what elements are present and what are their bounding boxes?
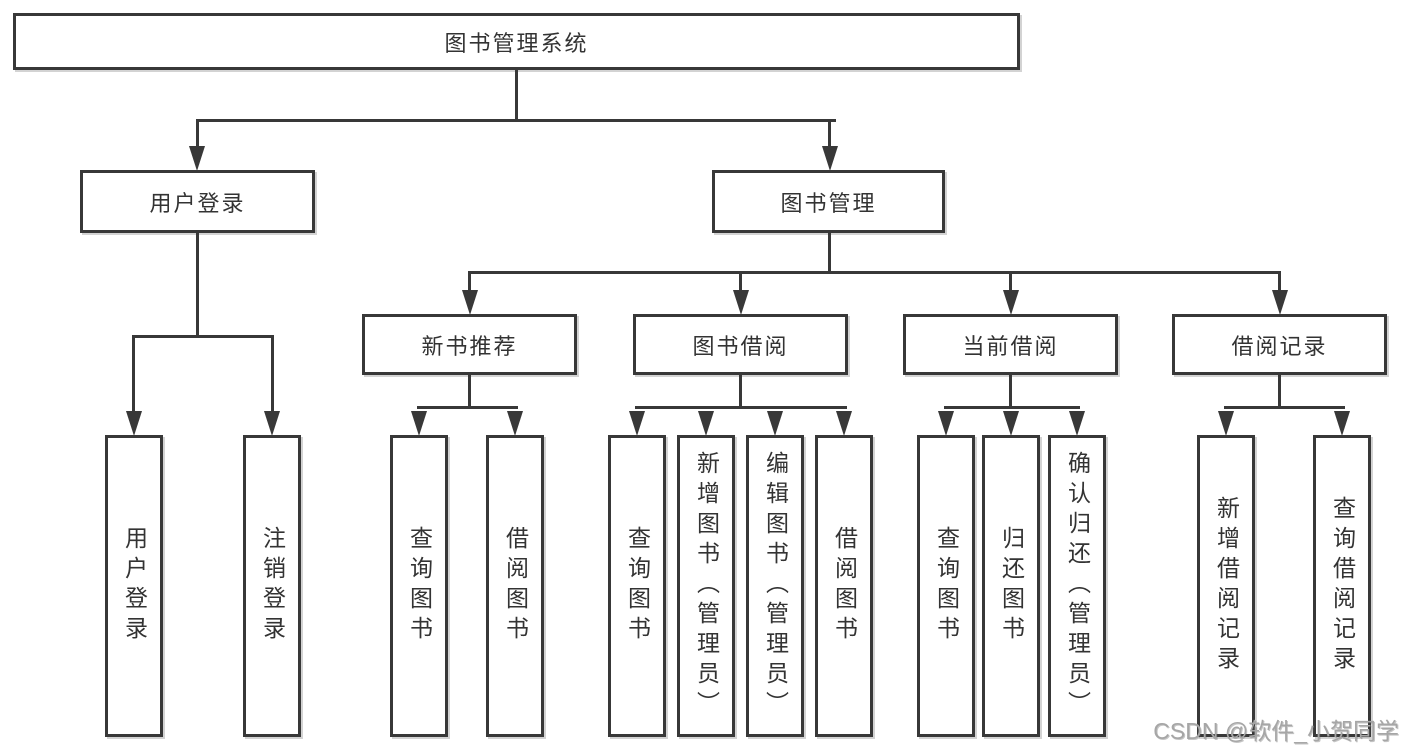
- connector-line: [468, 271, 471, 292]
- arrow-down-icon: [733, 290, 749, 315]
- connector-line: [1278, 271, 1281, 292]
- csdn-watermark: CSDN @软件_小贺同学: [1153, 718, 1399, 744]
- node-logout: 注销登录: [243, 435, 301, 737]
- connector-line: [196, 119, 836, 122]
- node-label: 归还图书: [998, 526, 1025, 646]
- node-label: 查询图书: [624, 526, 651, 646]
- node-label: 确认归还（管理员）: [1064, 451, 1091, 721]
- connector-line: [468, 375, 471, 408]
- arrow-down-icon: [507, 411, 523, 436]
- node-book-management-system: 图书管理系统: [13, 13, 1020, 70]
- connector-line: [739, 375, 742, 408]
- node-borrow-book-recommend: 借阅图书: [486, 435, 544, 737]
- arrow-down-icon: [1003, 290, 1019, 315]
- arrow-down-icon: [767, 411, 783, 436]
- node-current-borrowing: 当前借阅: [903, 314, 1118, 375]
- node-label: 图书借阅: [692, 333, 789, 359]
- node-label: 编辑图书（管理员）: [762, 451, 789, 721]
- node-label: 图书管理: [780, 190, 877, 216]
- connector-line: [515, 68, 518, 120]
- arrow-down-icon: [629, 411, 645, 436]
- node-label: 新增图书（管理员）: [693, 451, 720, 721]
- node-label: 新书推荐: [421, 333, 518, 359]
- node-return-book: 归还图书: [982, 435, 1040, 737]
- connector-line: [1009, 375, 1012, 408]
- node-label: 图书管理系统: [444, 30, 589, 56]
- connector-line: [739, 271, 742, 292]
- node-user-login-leaf: 用户登录: [105, 435, 163, 737]
- connector-line: [635, 406, 847, 409]
- node-book-borrowing: 图书借阅: [633, 314, 848, 375]
- node-user-login: 用户登录: [80, 170, 315, 233]
- node-label: 借阅图书: [502, 526, 529, 646]
- node-label: 借阅记录: [1231, 333, 1328, 359]
- connector-line: [944, 406, 1080, 409]
- connector-line: [1278, 375, 1281, 408]
- node-borrow-records: 借阅记录: [1172, 314, 1387, 375]
- node-edit-book-admin: 编辑图书（管理员）: [746, 435, 804, 737]
- arrow-down-icon: [1069, 411, 1085, 436]
- arrow-down-icon: [1334, 411, 1350, 436]
- connector-line: [828, 233, 831, 273]
- connector-line: [828, 119, 831, 148]
- connector-line: [132, 335, 274, 338]
- connector-line: [468, 271, 1281, 274]
- node-label: 查询借阅记录: [1329, 496, 1356, 676]
- connector-line: [1224, 406, 1345, 409]
- node-new-book-recommend: 新书推荐: [362, 314, 577, 375]
- arrow-down-icon: [1272, 290, 1288, 315]
- node-book-management: 图书管理: [712, 170, 945, 233]
- node-confirm-return-admin: 确认归还（管理员）: [1048, 435, 1106, 737]
- node-query-book-recommend: 查询图书: [390, 435, 448, 737]
- arrow-down-icon: [938, 411, 954, 436]
- node-label: 查询图书: [406, 526, 433, 646]
- node-label: 注销登录: [259, 526, 286, 646]
- node-label: 当前借阅: [962, 333, 1059, 359]
- connector-line: [417, 406, 518, 409]
- arrow-down-icon: [1003, 411, 1019, 436]
- node-borrow-book: 借阅图书: [815, 435, 873, 737]
- node-label: 用户登录: [149, 190, 246, 216]
- connector-line: [132, 335, 135, 413]
- arrow-down-icon: [411, 411, 427, 436]
- arrow-down-icon: [264, 411, 280, 436]
- connector-line: [196, 233, 199, 337]
- node-label: 借阅图书: [831, 526, 858, 646]
- node-label: 查询图书: [933, 526, 960, 646]
- connector-line: [1009, 271, 1012, 292]
- arrow-down-icon: [1218, 411, 1234, 436]
- node-add-borrow-record: 新增借阅记录: [1197, 435, 1255, 737]
- node-add-book-admin: 新增图书（管理员）: [677, 435, 735, 737]
- arrow-down-icon: [698, 411, 714, 436]
- node-query-borrow-record: 查询借阅记录: [1313, 435, 1371, 737]
- node-label: 新增借阅记录: [1213, 496, 1240, 676]
- arrow-down-icon: [126, 411, 142, 436]
- connector-line: [271, 335, 274, 413]
- arrow-down-icon: [822, 146, 838, 171]
- node-query-book-borrowing: 查询图书: [608, 435, 666, 737]
- connector-line: [196, 119, 199, 148]
- arrow-down-icon: [462, 290, 478, 315]
- node-query-book-current: 查询图书: [917, 435, 975, 737]
- node-label: 用户登录: [121, 526, 148, 646]
- arrow-down-icon: [836, 411, 852, 436]
- arrow-down-icon: [189, 146, 205, 171]
